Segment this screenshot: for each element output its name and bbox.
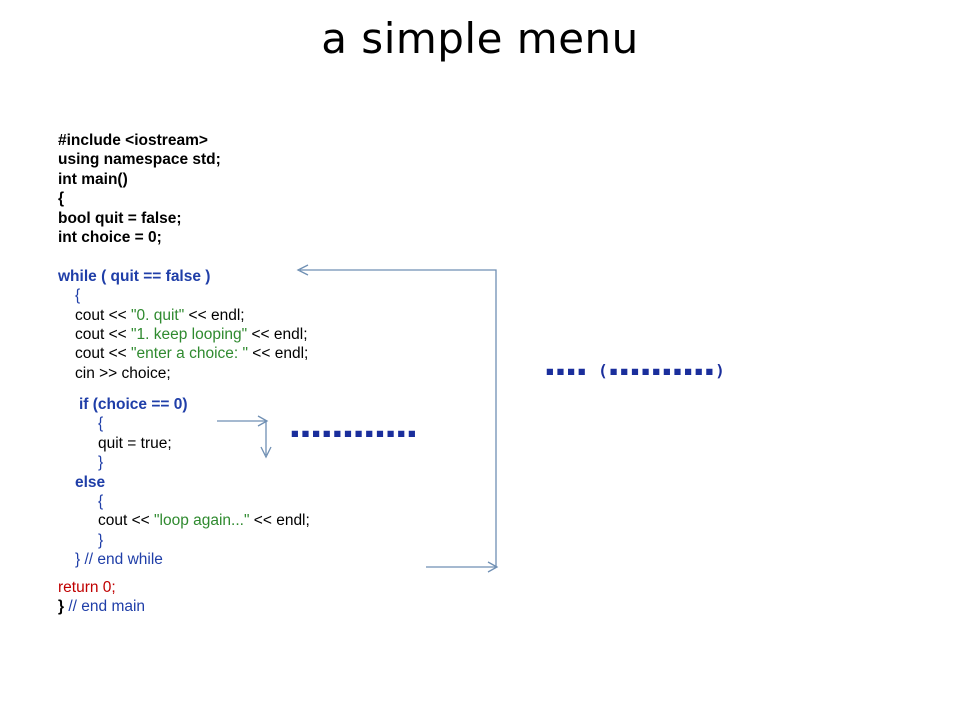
code-line-while-open: { — [75, 287, 81, 305]
code-line-cout-again: cout << "loop again..." << endl; — [58, 511, 310, 530]
slide-title: a simple menu — [321, 14, 639, 63]
code-line-else: else — [75, 473, 106, 491]
code-cout-keyword: cout << — [75, 325, 132, 343]
code-comment: // end while — [80, 551, 163, 569]
code-line-if-close: } — [98, 454, 104, 472]
code-line-cout-quit: cout << "0. quit" << endl; — [58, 306, 310, 325]
code-brace: } — [75, 551, 81, 569]
code-line-using: using namespace std; — [58, 151, 221, 169]
code-endl: << endl; — [247, 325, 308, 343]
code-line-bool-quit: bool quit = false; — [58, 209, 182, 227]
code-line-cin: cin >> choice; — [75, 364, 171, 382]
code-line-if: if (choice == 0) — [79, 396, 188, 414]
code-string-literal: "loop again..." — [154, 512, 250, 530]
code-brace: } — [58, 597, 65, 615]
loop-annotation: ▪▪▪▪ (▪▪▪▪▪▪▪▪▪▪) — [545, 361, 726, 380]
code-endl: << endl; — [249, 512, 310, 530]
code-endl: << endl; — [184, 306, 245, 324]
code-line-if-open: { — [98, 415, 104, 433]
code-line-while: while ( quit == false ) — [58, 267, 211, 285]
code-line-int-choice: int choice = 0; — [58, 228, 162, 246]
code-line-main-close: } // end main — [58, 597, 310, 616]
code-line-while-close: } // end while — [58, 550, 310, 569]
condition-arrowhead-down-icon — [260, 446, 272, 459]
code-line-cout-prompt: cout << "enter a choice: " << endl; — [58, 344, 310, 363]
loop-end-arrowhead-icon — [487, 561, 499, 573]
code-line-open-main: { — [58, 190, 65, 208]
code-line-else-close: } — [98, 531, 104, 549]
code-cout-keyword: cout << — [75, 306, 132, 324]
code-line-quit-true: quit = true; — [98, 434, 172, 452]
loop-arrowhead-icon — [296, 264, 309, 276]
code-string-literal: "1. keep looping" — [131, 325, 248, 343]
code-endl: << endl; — [248, 345, 309, 363]
code-string-literal: "enter a choice: " — [131, 345, 248, 363]
condition-annotation: ▪▪▪▪▪▪▪▪▪▪▪▪ — [290, 423, 418, 442]
code-line-return: return 0; — [58, 578, 116, 596]
code-line-main: int main() — [58, 170, 128, 188]
code-string-literal: "0. quit" — [131, 306, 185, 324]
code-block: #include <iostream> using namespace std;… — [58, 131, 310, 616]
code-line-cout-loop: cout << "1. keep looping" << endl; — [58, 325, 310, 344]
loop-back-arrow — [300, 269, 497, 568]
code-cout-keyword: cout << — [98, 512, 155, 530]
code-line-include: #include <iostream> — [58, 132, 208, 149]
code-comment: // end main — [64, 597, 146, 615]
condition-arrowhead-right-icon — [257, 415, 269, 427]
code-cout-keyword: cout << — [75, 345, 132, 363]
code-line-else-open: { — [98, 493, 104, 511]
